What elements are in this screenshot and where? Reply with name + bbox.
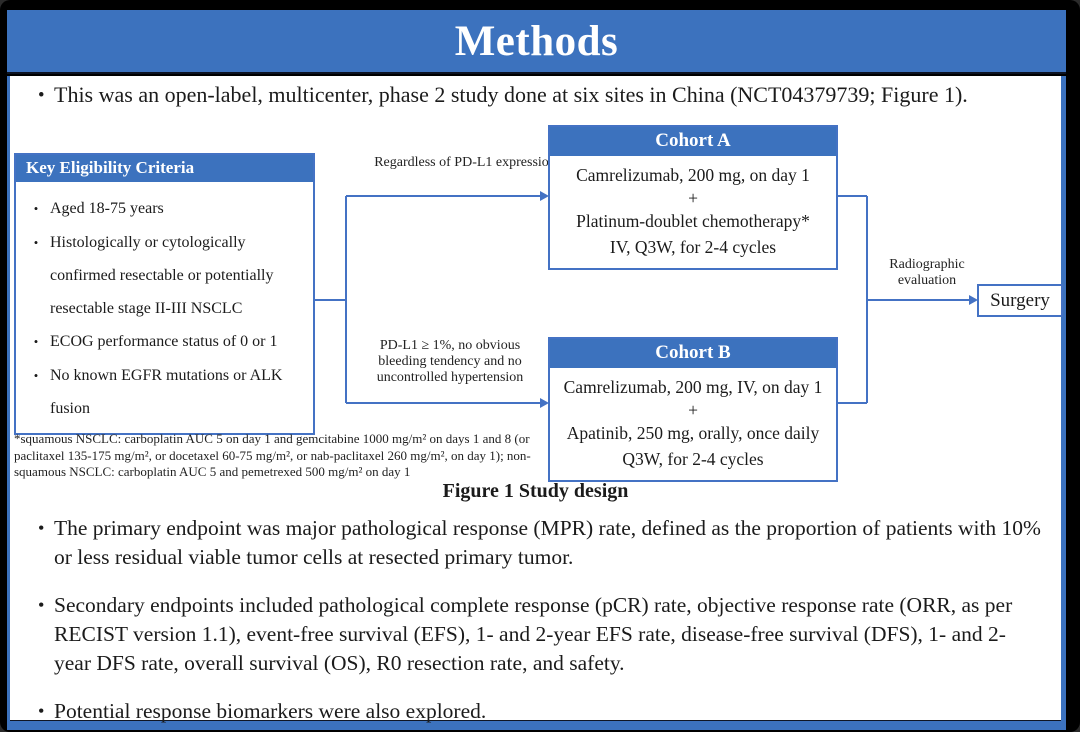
bullet-icon xyxy=(22,192,50,226)
chemotherapy-footnote: *squamous NSCLC: carboplatin AUC 5 on da… xyxy=(14,431,531,479)
eligibility-item: ECOG performance status of 0 or 1 xyxy=(22,325,309,359)
eligibility-criteria-title: Key Eligibility Criteria xyxy=(16,155,313,182)
eligibility-criteria-body: Aged 18-75 years Histologically or cytol… xyxy=(16,182,313,433)
bullet-icon xyxy=(22,359,50,425)
bullet-icon xyxy=(22,325,50,359)
bullet-icon xyxy=(28,514,54,572)
eligibility-criteria-box: Key Eligibility Criteria Aged 18-75 year… xyxy=(14,153,315,435)
cohort-a-line: IV, Q3W, for 2-4 cycles xyxy=(609,237,777,257)
branch-a-label: Regardless of PD-L1 expression xyxy=(374,155,556,170)
slide-title: Methods xyxy=(454,17,619,65)
slide-title-band: Methods xyxy=(7,10,1066,74)
endpoint-bullets: The primary endpoint was major pathologi… xyxy=(28,514,1042,732)
cohort-b-title: Cohort B xyxy=(550,339,836,368)
secondary-endpoints-bullet: Secondary endpoints included pathologica… xyxy=(28,591,1042,678)
surgery-box: Surgery xyxy=(977,284,1063,317)
bullet-icon xyxy=(28,591,54,678)
cohort-b-line: Apatinib, 250 mg, orally, once daily xyxy=(566,423,820,443)
bullet-icon xyxy=(22,226,50,325)
intro-bullet-text: This was an open-label, multicenter, pha… xyxy=(54,82,968,107)
primary-endpoint-bullet: The primary endpoint was major pathologi… xyxy=(28,514,1042,572)
eligibility-item: No known EGFR mutations or ALK fusion xyxy=(22,359,309,425)
cohort-a-line: Platinum-doublet chemotherapy* xyxy=(576,211,810,231)
slide-content: This was an open-label, multicenter, pha… xyxy=(7,76,1066,730)
cohort-b-body: Camrelizumab, 200 mg, IV, on day 1 + Apa… xyxy=(550,368,836,480)
surgery-label: Surgery xyxy=(990,289,1050,311)
biomarkers-bullet: Potential response biomarkers were also … xyxy=(28,697,1042,727)
intro-bullet: This was an open-label, multicenter, pha… xyxy=(28,81,1040,111)
plus-sign: + xyxy=(688,188,698,208)
eligibility-item: Histologically or cytologically confirme… xyxy=(22,226,309,325)
radiographic-evaluation-label: Radiographic evaluation xyxy=(889,257,965,288)
cohort-b-line: Camrelizumab, 200 mg, IV, on day 1 xyxy=(563,377,823,397)
cohort-b-box: Cohort B Camrelizumab, 200 mg, IV, on da… xyxy=(548,337,838,482)
cohort-a-body: Camrelizumab, 200 mg, on day 1 + Platinu… xyxy=(550,156,836,268)
plus-sign: + xyxy=(688,400,698,420)
bullet-icon xyxy=(28,697,54,727)
eligibility-item: Aged 18-75 years xyxy=(22,192,309,226)
cohort-a-title: Cohort A xyxy=(550,127,836,156)
cohort-a-box: Cohort A Camrelizumab, 200 mg, on day 1 … xyxy=(548,125,838,270)
bullet-icon xyxy=(28,81,54,111)
branch-b-label: PD-L1 ≥ 1%, no obvious bleeding tendency… xyxy=(376,338,524,385)
cohort-b-line: Q3W, for 2-4 cycles xyxy=(622,449,764,469)
cohort-a-line: Camrelizumab, 200 mg, on day 1 xyxy=(576,165,810,185)
figure-caption: Figure 1 Study design xyxy=(442,480,629,502)
